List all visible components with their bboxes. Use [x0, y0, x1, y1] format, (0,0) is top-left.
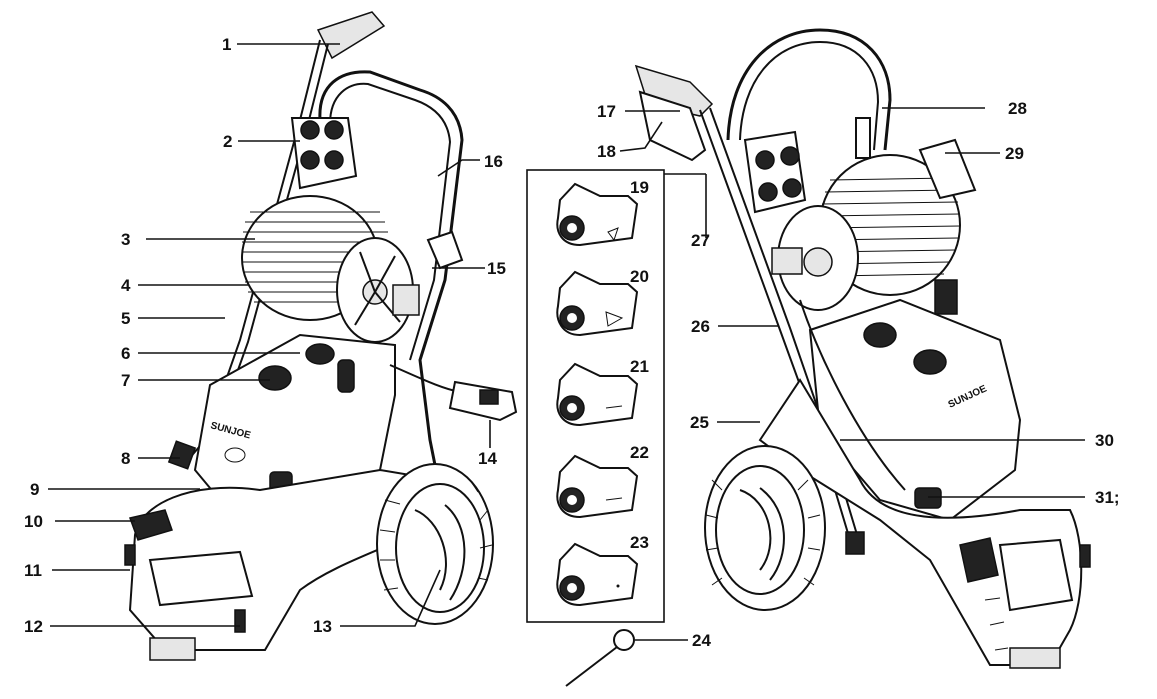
callout-4: 4	[121, 276, 131, 295]
callout-9: 9	[30, 480, 39, 499]
nozzle-box	[526, 169, 665, 623]
right-nozzle-holder	[743, 130, 807, 214]
right-pump-outlet	[914, 487, 942, 509]
callout-21: 21	[630, 357, 649, 376]
right-base-frame	[758, 378, 1083, 666]
callout-29: 29	[1005, 144, 1024, 163]
right-reel-crank	[771, 247, 803, 275]
callout-7: 7	[121, 371, 130, 390]
nozzle-21	[556, 362, 639, 427]
callout-31: 31;	[1095, 488, 1120, 507]
leader-lines	[48, 43, 1085, 641]
callout-1: 1	[222, 35, 231, 54]
callout-26: 26	[691, 317, 710, 336]
left-clip-10	[129, 509, 173, 541]
nozzle-19	[556, 182, 639, 247]
callout-19: 19	[630, 178, 649, 197]
left-spray-gun-grip	[316, 11, 386, 60]
left-reel-crank	[392, 284, 420, 316]
nozzle-23	[556, 542, 639, 607]
callout-5: 5	[121, 309, 130, 328]
right-reel-knob	[918, 138, 977, 200]
nozzle-20	[556, 270, 639, 337]
left-cord-hook	[426, 230, 464, 270]
callout-20: 20	[630, 267, 649, 286]
callout-30: 30	[1095, 431, 1114, 450]
left-handle-frame	[318, 70, 464, 491]
callout-27: 27	[691, 231, 710, 250]
callout-17: 17	[597, 102, 616, 121]
callout-15: 15	[487, 259, 506, 278]
right-lance-tip	[845, 531, 865, 555]
callout-18: 18	[597, 142, 616, 161]
callout-6: 6	[121, 344, 130, 363]
left-lance-tip	[167, 440, 197, 470]
callout-3: 3	[121, 230, 130, 249]
callout-14: 14	[478, 449, 497, 468]
left-pressure-washer: SUNJOE	[124, 11, 518, 661]
callout-16: 16	[484, 152, 503, 171]
callout-13: 13	[313, 617, 332, 636]
callout-10: 10	[24, 512, 43, 531]
right-handle-frame	[726, 28, 892, 151]
callout-22: 22	[630, 443, 649, 462]
nozzle-22	[556, 454, 639, 519]
callout-28: 28	[1008, 99, 1027, 118]
callout-labels: 1 2 3 4 5 6 7 8 9 10 11 12 13 14 15 16 1…	[24, 35, 1120, 650]
right-pressure-washer: SUNJOE	[634, 28, 1091, 669]
callout-25: 25	[690, 413, 709, 432]
callout-2: 2	[223, 132, 232, 151]
left-knob-6	[305, 343, 335, 365]
left-knob-7	[258, 365, 292, 391]
right-knob-a	[863, 322, 897, 348]
callout-23: 23	[630, 533, 649, 552]
callout-24: 24	[692, 631, 711, 650]
cleaning-pin	[565, 629, 635, 687]
callout-11: 11	[24, 561, 42, 580]
nozzle-panel	[526, 169, 665, 687]
callout-8: 8	[121, 449, 130, 468]
right-knob-b	[913, 349, 947, 375]
right-clip	[959, 537, 999, 583]
callout-12: 12	[24, 617, 43, 636]
